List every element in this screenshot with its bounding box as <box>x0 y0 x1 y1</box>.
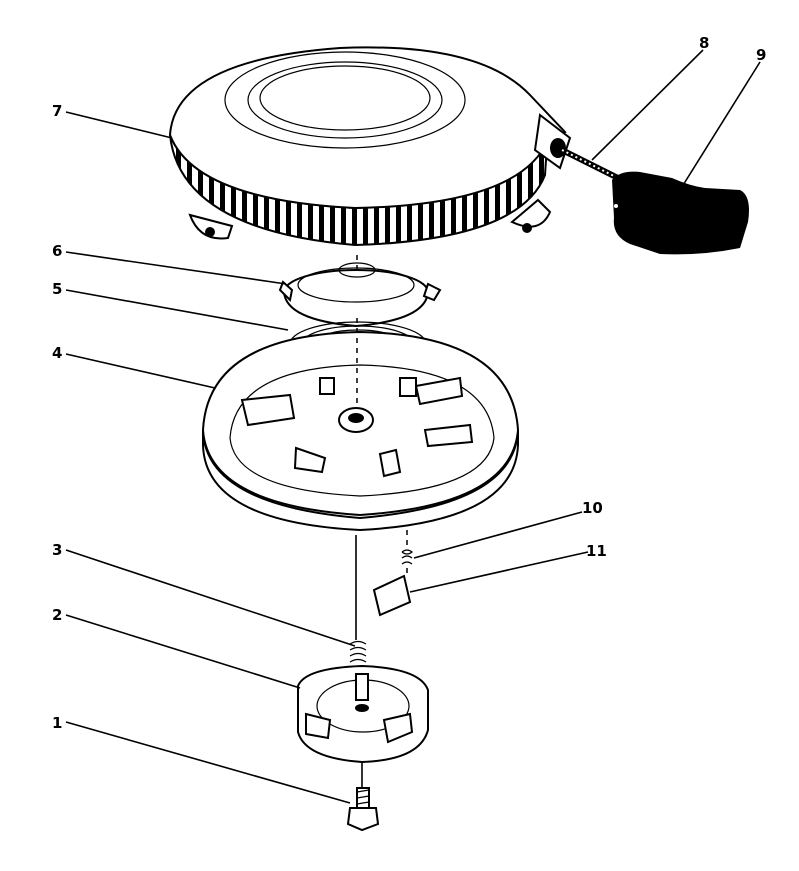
rope-pulley <box>201 330 520 532</box>
cam-dog <box>297 664 429 764</box>
callout-2: 2 <box>52 606 62 624</box>
callout-1: 1 <box>52 714 62 732</box>
callout-9: 9 <box>756 46 766 64</box>
spring-retainer <box>278 262 442 328</box>
pawl-spring <box>401 549 413 565</box>
brake-spring <box>349 640 367 663</box>
callout-8: 8 <box>699 34 709 52</box>
callout-6: 6 <box>52 242 62 260</box>
starter-housing <box>168 46 572 247</box>
pawl <box>372 574 412 617</box>
callout-11: 11 <box>586 542 607 560</box>
callout-10: 10 <box>582 499 603 517</box>
center-screw <box>346 787 380 832</box>
callout-labels: 1 2 3 4 5 6 7 8 9 10 11 <box>52 34 766 732</box>
starter-rope <box>560 147 624 183</box>
starter-handle <box>612 171 749 255</box>
leader-lines <box>65 49 761 804</box>
callout-7: 7 <box>52 102 62 120</box>
callout-3: 3 <box>52 541 62 559</box>
assembly-lines <box>355 255 408 788</box>
callout-4: 4 <box>52 344 62 362</box>
callout-5: 5 <box>52 280 62 298</box>
